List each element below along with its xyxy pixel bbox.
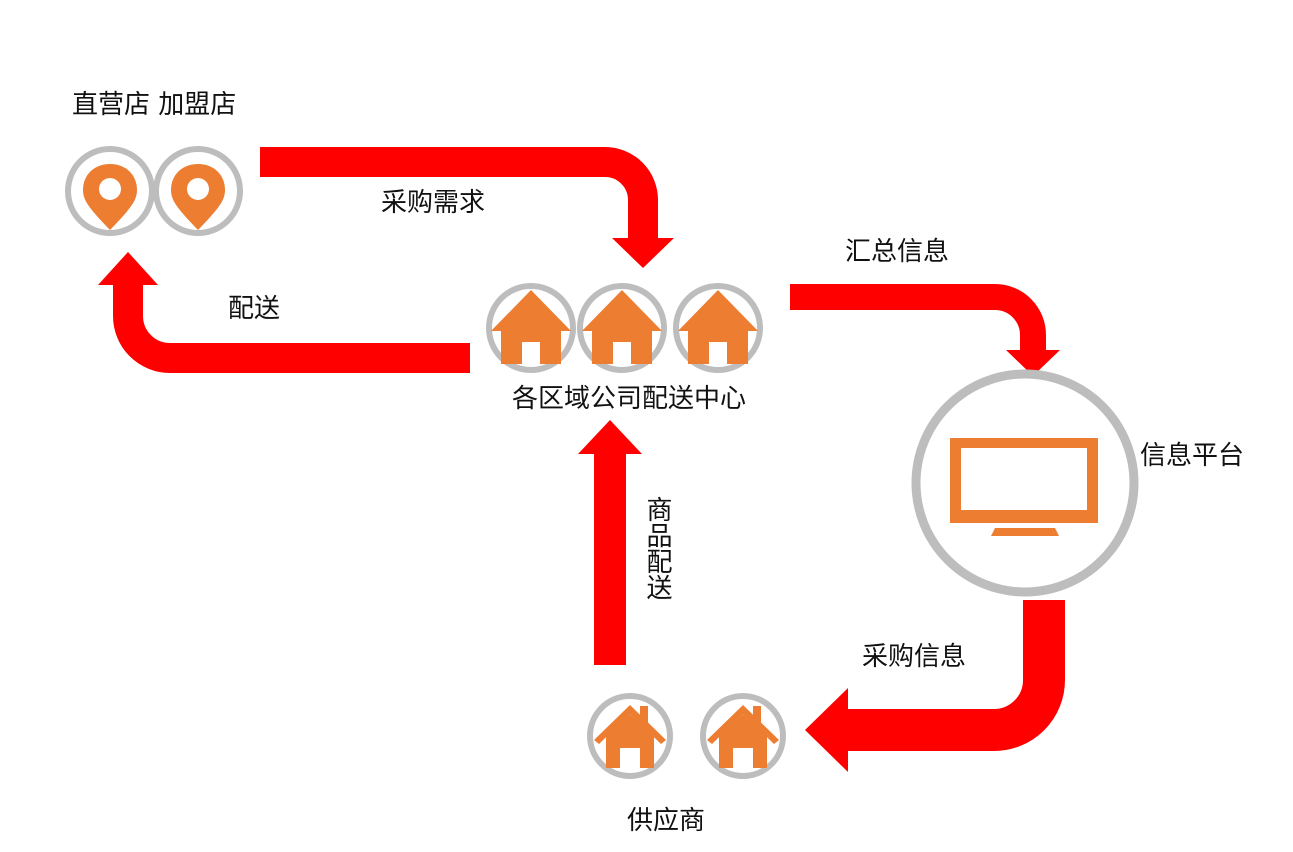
summary-info-label: 汇总信息 — [845, 237, 950, 267]
distribution-center-house-icon — [486, 283, 576, 373]
goods-delivery-label: 商品配送 — [642, 496, 672, 600]
distribution-center-house-icon — [577, 283, 667, 373]
supplier-house-icon — [587, 693, 673, 779]
arrow-delivery — [98, 252, 470, 373]
supplier-label: 供应商 — [627, 806, 706, 836]
platform-monitor-icon — [911, 369, 1139, 597]
distribution-center-house-icon — [673, 283, 763, 373]
purchase-demand-label: 采购需求 — [381, 188, 486, 218]
delivery-label: 配送 — [228, 294, 281, 324]
arrow-summary-info — [790, 284, 1060, 376]
arrow-goods-delivery — [578, 420, 642, 665]
info-platform-label: 信息平台 — [1140, 441, 1245, 471]
arrow-purchase-info — [805, 600, 1065, 772]
purchase-info-label: 采购信息 — [862, 642, 967, 672]
regional-center-label: 各区域公司配送中心 — [512, 384, 747, 414]
store-pin-icon — [65, 146, 155, 236]
arrow-purchase-demand — [260, 147, 674, 268]
store-pin-icon — [153, 146, 243, 236]
stores-label: 直营店 加盟店 — [72, 90, 237, 120]
supplier-house-icon — [700, 693, 786, 779]
